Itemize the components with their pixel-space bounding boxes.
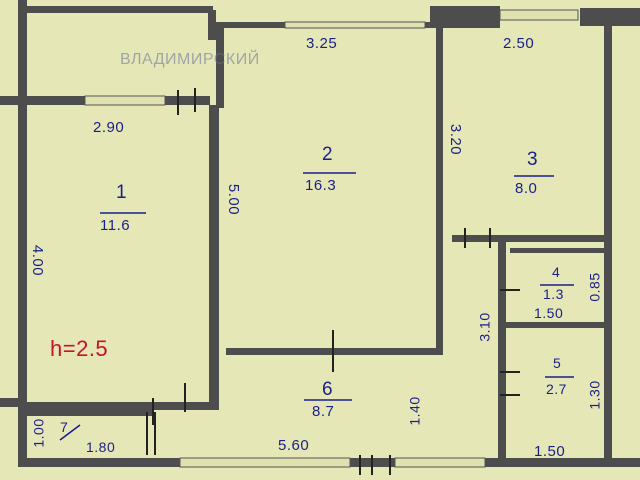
room-3-number: 3 (527, 149, 539, 170)
wall-top-5 (580, 8, 640, 26)
wall-room2-right (436, 28, 443, 355)
dim-1-80: 1.80 (86, 439, 116, 455)
stamp-text-faint: ВЛАДИМИРСКИЙ (120, 51, 260, 68)
dim-5-00: 5.00 (225, 183, 243, 216)
room-1-area: 11.6 (100, 217, 131, 234)
wall-room2-left (216, 28, 224, 108)
room-6-area: 8.7 (312, 403, 335, 420)
room-7-number: 7 (60, 419, 69, 435)
room-3-area: 8.0 (515, 180, 538, 197)
dim-1-50-a: 1.50 (534, 305, 564, 321)
dim-2-50: 2.50 (503, 35, 535, 52)
room-4-number: 4 (552, 264, 561, 280)
wall-room1-right (209, 105, 219, 410)
wall-room3-bottom (452, 235, 610, 242)
ceiling-height-note: h=2.5 (50, 336, 109, 361)
dim-1-30: 1.30 (586, 380, 603, 410)
wall-right (604, 26, 612, 461)
wall-bath-top (510, 248, 606, 253)
dim-4-00: 4.00 (29, 244, 47, 277)
room-1-number: 1 (116, 182, 128, 203)
dim-3-20: 3.20 (447, 123, 465, 156)
dim-1-40: 1.40 (406, 396, 423, 426)
dim-0-85: 0.85 (586, 272, 603, 302)
room-5-area: 2.7 (546, 381, 567, 397)
dim-1-00: 1.00 (30, 418, 47, 448)
room-4-area: 1.3 (543, 286, 564, 302)
room-5-number: 5 (553, 355, 562, 371)
dim-2-90: 2.90 (93, 119, 125, 136)
room-2-number: 2 (322, 144, 334, 165)
dim-5-60: 5.60 (278, 437, 310, 454)
dim-3-25: 3.25 (306, 35, 338, 52)
wall-left-stub (0, 398, 20, 407)
wall-top-1 (18, 6, 213, 13)
dim-1-50-b: 1.50 (534, 443, 566, 460)
wall-left (18, 0, 27, 465)
wall-top-4 (430, 6, 500, 28)
wall-closet7 (27, 410, 152, 416)
wall-bath-left (498, 242, 506, 460)
wall-bath-mid (506, 322, 606, 328)
wall-room1-bottom (27, 402, 219, 410)
dim-3-10: 3.10 (476, 312, 493, 342)
room-6-number: 6 (322, 379, 334, 400)
room-2-area: 16.3 (305, 177, 337, 194)
